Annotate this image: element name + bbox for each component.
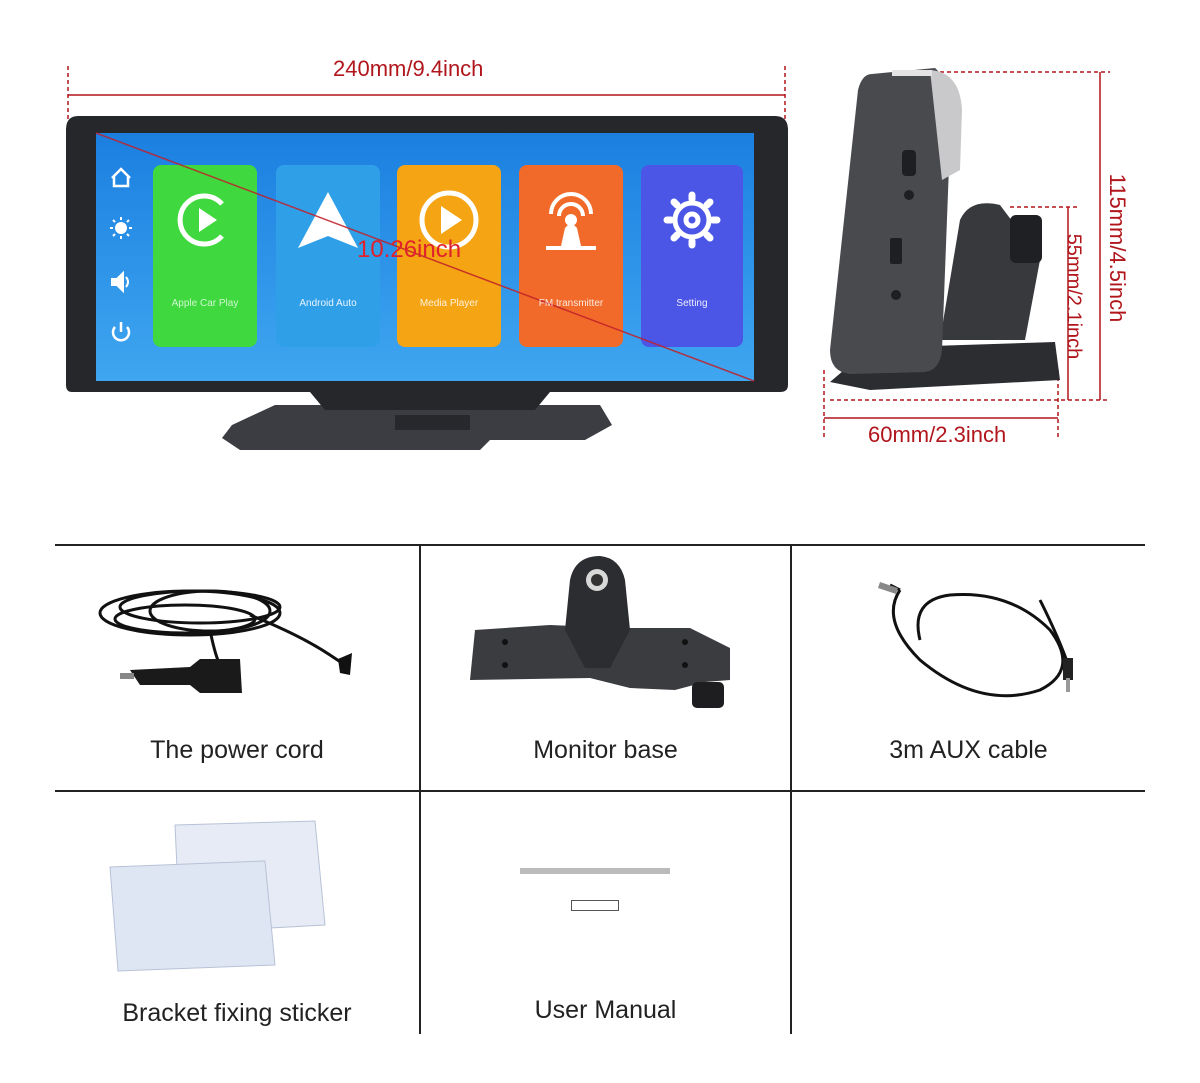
tf-card-slot-icon bbox=[890, 238, 902, 264]
aux-port-icon bbox=[891, 290, 901, 300]
accessory-label: User Manual bbox=[534, 996, 677, 1024]
power-icon bbox=[111, 322, 131, 342]
accessory-label: The power cord bbox=[150, 736, 324, 764]
app-tile-carplay bbox=[153, 165, 257, 347]
carplay-icon bbox=[177, 193, 224, 247]
bracket-sticker-image bbox=[109, 820, 326, 972]
volume-icon bbox=[111, 270, 129, 294]
side-monitor-back-cover bbox=[930, 70, 962, 180]
height-dimension-label: 115mm/4.5inch bbox=[1105, 173, 1130, 323]
manual-title-line bbox=[520, 868, 670, 874]
grid-divider-2 bbox=[790, 544, 792, 1034]
grid-divider-1 bbox=[419, 544, 421, 1034]
height-dimension-label-wrap: 115mm/4.5inch bbox=[1102, 155, 1132, 345]
monitor-base-image bbox=[470, 556, 730, 708]
mount-height-dimension-label: 55mm/2.1inch bbox=[1062, 233, 1085, 360]
knob bbox=[692, 682, 724, 708]
app-label: Setting bbox=[676, 298, 708, 309]
grid-top-line bbox=[55, 544, 1145, 546]
depth-dimension-label: 60mm/2.3inch bbox=[868, 422, 1007, 447]
app-tile-setting bbox=[641, 165, 743, 347]
brightness-icon bbox=[110, 217, 132, 239]
side-monitor-body bbox=[830, 68, 950, 374]
side-view-illustration bbox=[823, 68, 1110, 438]
width-dimension-label: 240mm/9.4inch bbox=[333, 56, 484, 81]
side-mount-knob bbox=[1010, 215, 1042, 263]
gear-icon bbox=[663, 191, 721, 249]
usb-port-icon bbox=[902, 150, 916, 176]
power-cord-image bbox=[98, 589, 352, 693]
home-icon bbox=[111, 167, 131, 188]
media-player-icon bbox=[419, 190, 479, 250]
accessory-label: Monitor base bbox=[533, 736, 678, 764]
av-port-icon bbox=[904, 190, 914, 200]
aux-cable-image bbox=[878, 582, 1073, 698]
grid-middle-line bbox=[55, 790, 1145, 792]
car-charger-plug bbox=[130, 659, 242, 693]
manual-box bbox=[571, 900, 619, 911]
accessory-label: Bracket fixing sticker bbox=[122, 999, 352, 1027]
app-label: Media Player bbox=[419, 298, 479, 309]
mount-height-dimension-label-wrap: 55mm/2.1inch bbox=[1058, 220, 1088, 370]
app-label: FM transmitter bbox=[538, 298, 604, 309]
app-label: Android Auto bbox=[299, 298, 357, 309]
fm-transmitter-icon bbox=[546, 192, 596, 250]
front-view-illustration bbox=[66, 66, 788, 450]
diagonal-dimension-label: 10.26inch bbox=[357, 236, 462, 263]
diagonal-dimension-line bbox=[95, 132, 755, 382]
app-label: Apple Car Play bbox=[171, 298, 239, 309]
accessory-label: 3m AUX cable bbox=[889, 736, 1048, 764]
